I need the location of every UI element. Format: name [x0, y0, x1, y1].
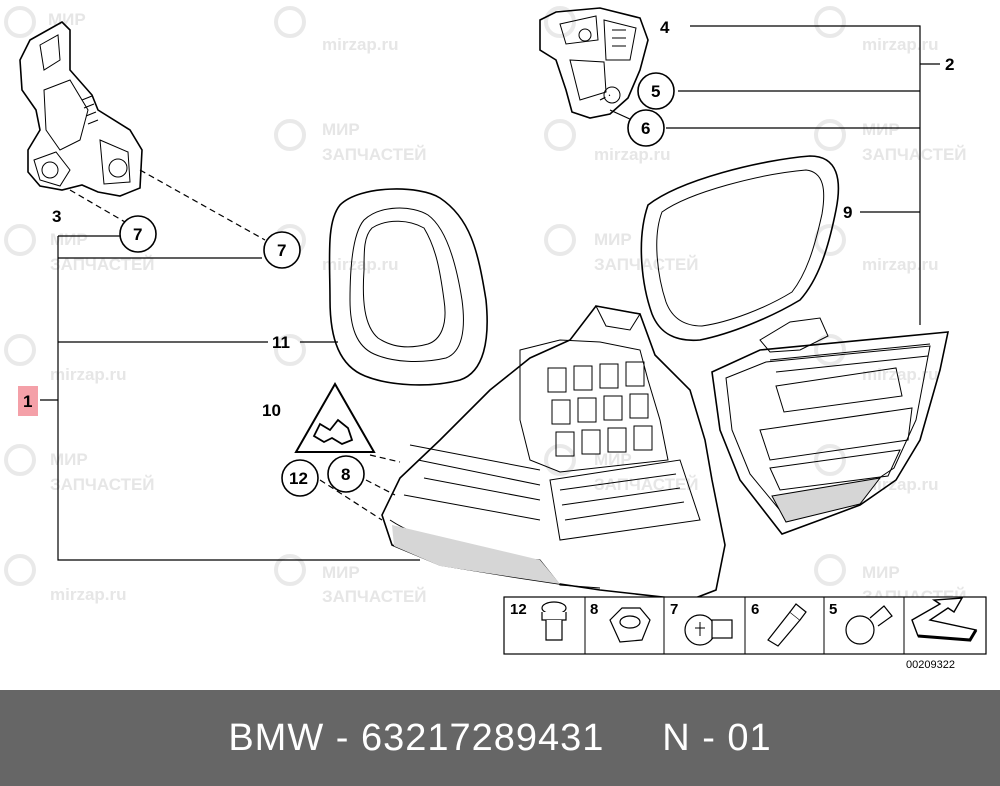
- callouts: 4 2 5 6 9 3 7 7 11 1 10 12 8: [18, 18, 954, 497]
- callout-2: 2: [945, 55, 954, 74]
- legend-item-5: 5: [829, 601, 837, 618]
- legend-item-6: 6: [751, 601, 759, 618]
- arrow-icon: [911, 597, 978, 642]
- legend-item-12: 12: [510, 601, 527, 618]
- bulb-carrier-inner: [539, 7, 649, 119]
- watermark-text: МИР: [594, 230, 632, 249]
- callout-circle: [327, 455, 365, 493]
- watermark-text: mirzap.ru: [594, 145, 671, 164]
- legend-item-8: 8: [590, 601, 598, 618]
- watermark-text: МИР: [50, 230, 88, 249]
- watermark-text: ЗАПЧАСТЕЙ: [322, 145, 427, 164]
- callout-9: 9: [843, 203, 852, 222]
- callout-4: 4: [660, 18, 670, 37]
- watermark-text: mirzap.ru: [862, 475, 939, 494]
- callout-circle: [119, 215, 157, 253]
- watermark-text: ЗАПЧАСТЕЙ: [594, 255, 699, 274]
- parts-legend: 12 8 7 6 5: [503, 596, 987, 671]
- callout-5: 5: [651, 82, 660, 101]
- parts-diagram: МИР mirzap.ru mirzap.ru МИР ЗАПЧАСТЕЙ mi…: [4, 6, 987, 671]
- footer-part-number: BMW - 63217289431 N - 01: [228, 717, 772, 759]
- warning-label: [294, 381, 376, 453]
- tail-light-inner: [711, 317, 950, 535]
- callout-6: 6: [641, 119, 650, 138]
- bulb-small-icon: [767, 603, 807, 647]
- callout-circle: [627, 109, 665, 147]
- callout-1-highlight: [18, 386, 38, 416]
- watermark-layer: МИР mirzap.ru mirzap.ru МИР ЗАПЧАСТЕЙ mi…: [4, 6, 967, 606]
- watermark-text: МИР: [862, 563, 900, 582]
- watermark-text: mirzap.ru: [322, 255, 399, 274]
- bulb-carrier-outer: [19, 21, 143, 197]
- tail-light-outer: [381, 305, 726, 601]
- callout-3: 3: [52, 207, 61, 226]
- hex-nut-icon: [609, 607, 651, 643]
- callout-7a: 7: [133, 225, 142, 244]
- watermark-text: МИР: [50, 450, 88, 469]
- watermark-text: МИР: [322, 563, 360, 582]
- watermark-text: ЗАПЧАСТЕЙ: [862, 145, 967, 164]
- watermark-text: МИР: [322, 120, 360, 139]
- callout-1: 1: [23, 392, 32, 411]
- callout-circle: [263, 231, 301, 269]
- watermark-text: mirzap.ru: [50, 585, 127, 604]
- watermark-text: ЗАПЧАСТЕЙ: [322, 587, 427, 606]
- callout-10: 10: [262, 401, 281, 420]
- diagram-code: 00209322: [906, 659, 955, 671]
- watermark-text: ЗАПЧАСТЕЙ: [50, 255, 155, 274]
- watermark-text: mirzap.ru: [862, 365, 939, 384]
- bulb-large-icon: [684, 614, 733, 646]
- bulb-medium-icon: [845, 605, 893, 645]
- footer-bar: BMW - 63217289431 N - 01: [0, 690, 1000, 786]
- clip-icon: [541, 601, 567, 641]
- leader-lines: [40, 25, 940, 561]
- watermark-text: mirzap.ru: [322, 35, 399, 54]
- callout-8: 8: [341, 465, 350, 484]
- watermark-text: МИР: [594, 450, 632, 469]
- watermark-text: mirzap.ru: [862, 35, 939, 54]
- watermark-text: ЗАПЧАСТЕЙ: [50, 475, 155, 494]
- callout-7b: 7: [277, 241, 286, 260]
- watermark-text: mirzap.ru: [50, 365, 127, 384]
- callout-circle: [637, 72, 675, 110]
- callout-circle: [281, 459, 319, 497]
- watermark-text: МИР: [862, 120, 900, 139]
- gasket-inner-lamp: [640, 155, 840, 342]
- legend-item-7: 7: [670, 601, 678, 618]
- callout-11: 11: [272, 333, 290, 352]
- callout-12: 12: [289, 469, 308, 488]
- watermark-text: mirzap.ru: [862, 255, 939, 274]
- gasket-outer-lamp: [328, 188, 488, 386]
